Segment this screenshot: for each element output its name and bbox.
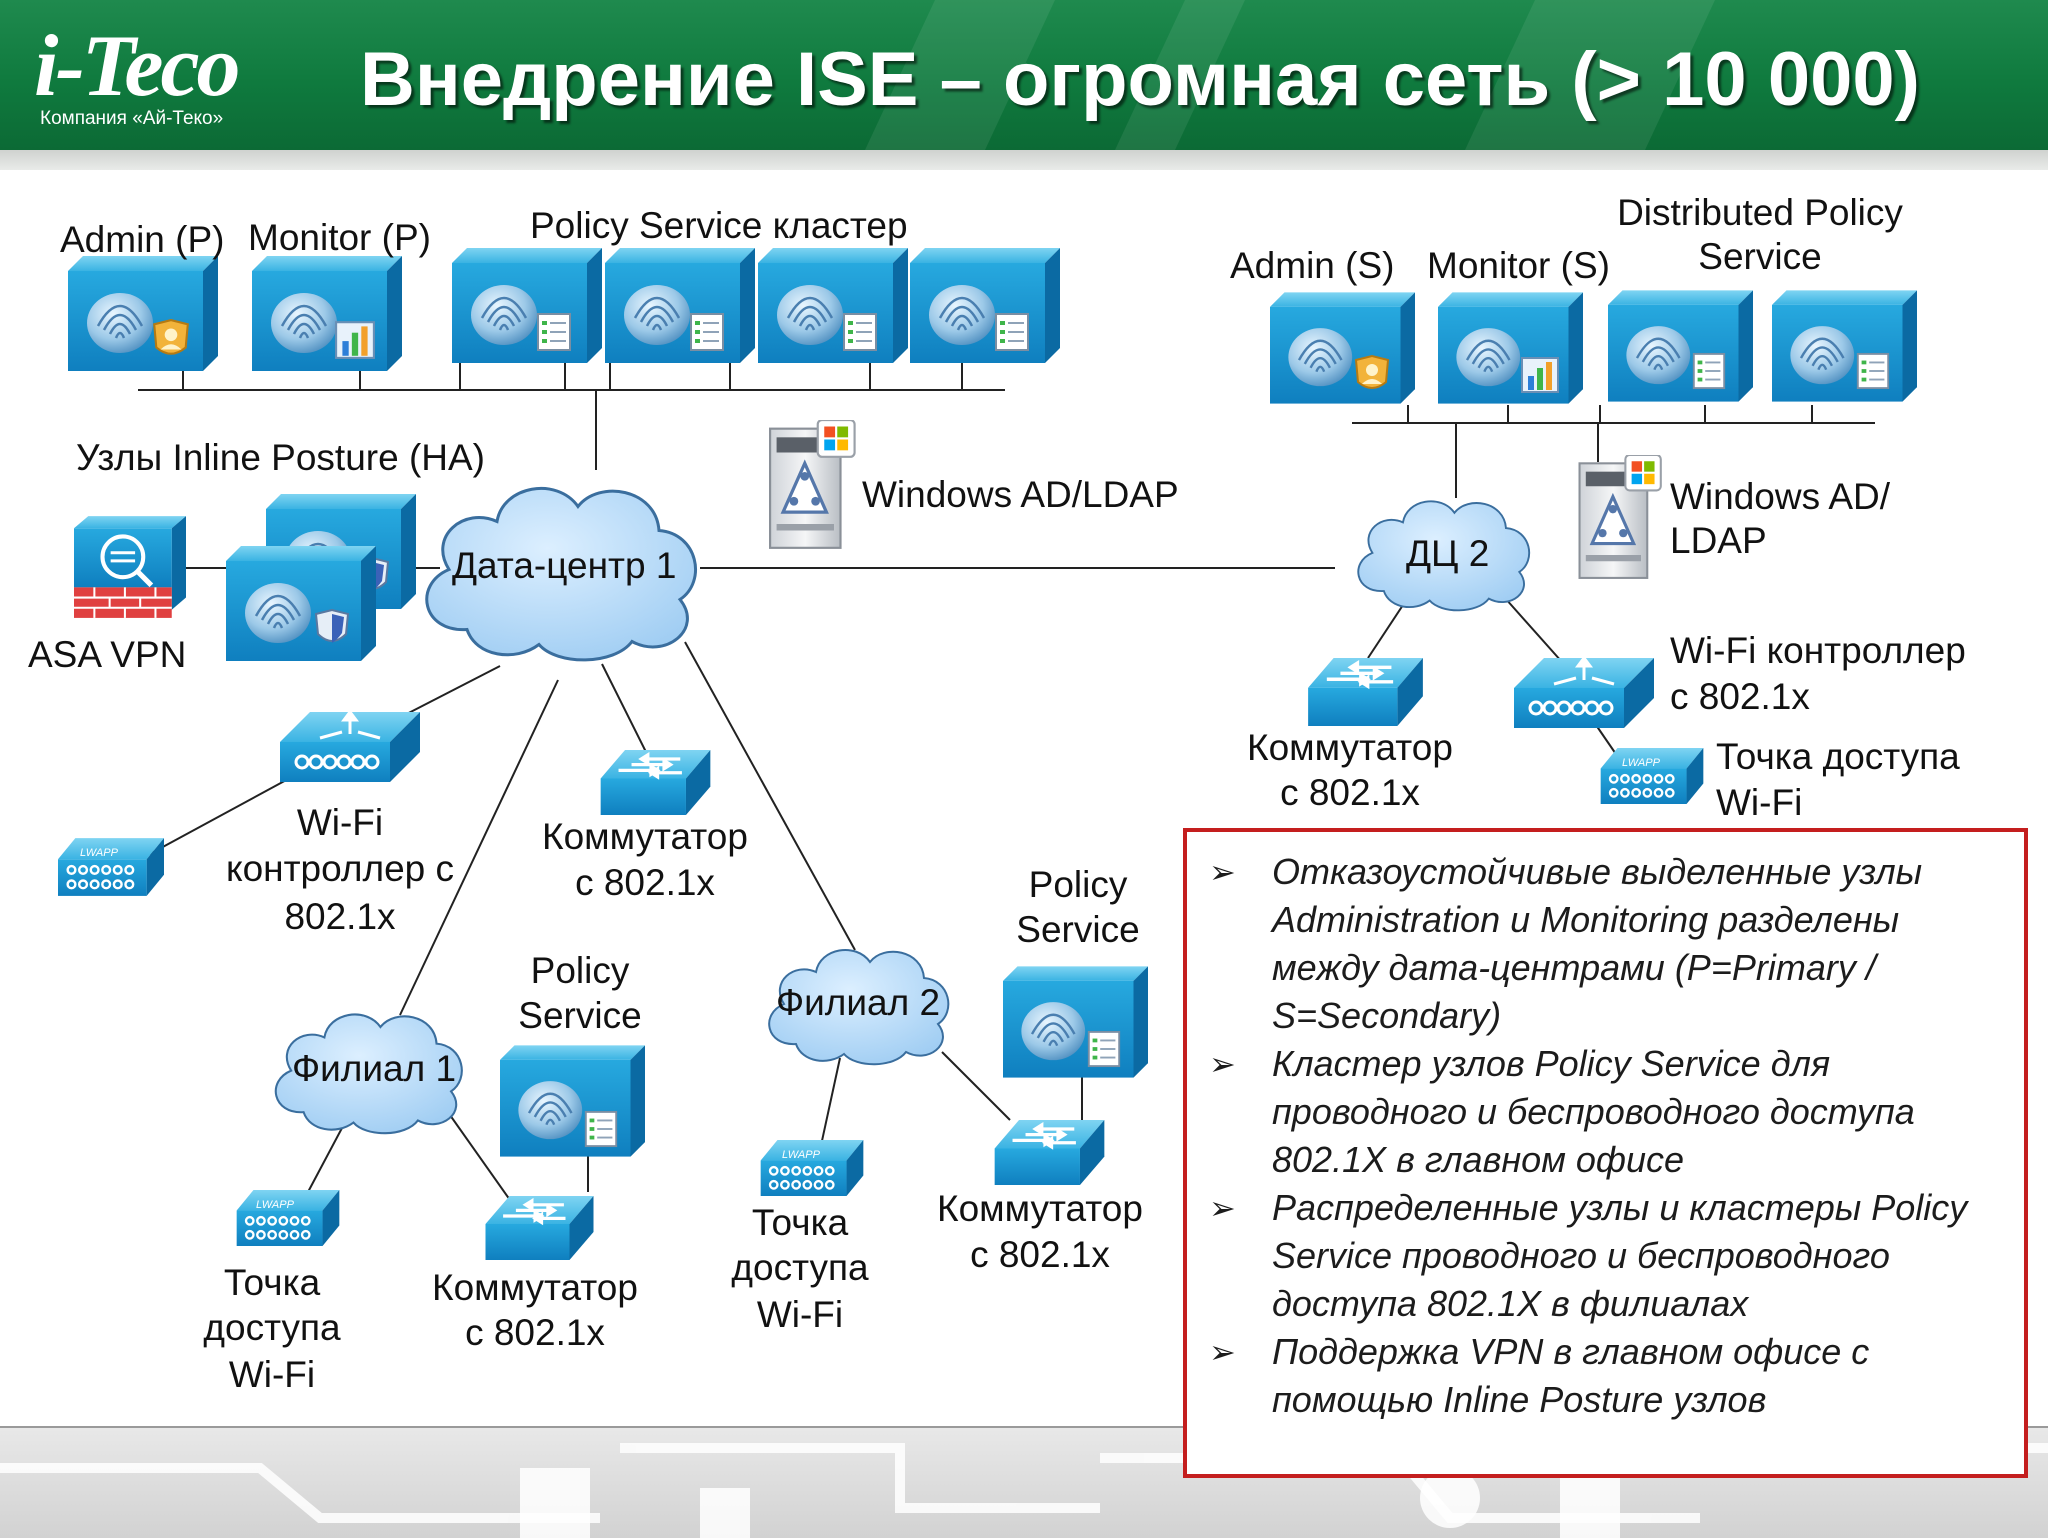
- label-ap-branch2-line1: Точка: [751, 1202, 849, 1243]
- policy-service-cluster: [452, 248, 1060, 363]
- note-item: ➢ Распределенные узлы и кластеры Policy S…: [1187, 1184, 2014, 1328]
- distributed-policy-service-nodes: [1608, 290, 1917, 402]
- label-asa-vpn: ASA VPN: [28, 634, 187, 675]
- label-switch-branch2-line2: с 802.1x: [970, 1234, 1110, 1275]
- note-text: Распределенные узлы и кластеры Policy Se…: [1272, 1187, 1968, 1324]
- circuit-pattern: [0, 1443, 2048, 1538]
- label-ps-branch1-line1: Policy: [530, 950, 630, 991]
- label-switch-dc2-line1: Коммутатор: [1247, 727, 1453, 768]
- monitor-chart-icon: [335, 321, 375, 359]
- monitor-s-node: [1438, 292, 1583, 404]
- switch-main-icon: [598, 750, 713, 815]
- inline-posture-nodes: [226, 494, 416, 661]
- note-text: Отказоустойчивые выделенные узлы Adminis…: [1272, 851, 1923, 1036]
- label-branch2: Филиал 2: [776, 982, 941, 1023]
- lwapp-label: LWAPP: [782, 1149, 821, 1161]
- label-dc1: Дата-центр 1: [452, 545, 677, 586]
- arrow-bullet-icon: ➢: [1209, 1046, 1236, 1082]
- label-dist-ps-line1: Distributed Policy: [1617, 192, 1903, 233]
- lwapp-label: LWAPP: [256, 1199, 295, 1211]
- label-ap-branch2-line3: Wi-Fi: [756, 1294, 844, 1335]
- header-banner: i-Teco Компания «Ай-Теко» Внедрение ISE …: [0, 0, 2048, 150]
- note-item: ➢ Поддержка VPN в главном офисе с помощью…: [1187, 1328, 2014, 1424]
- label-ap-dc2-line2: Wi-Fi: [1716, 782, 1803, 823]
- asa-firewall-icon: [74, 516, 186, 618]
- label-inline-posture: Узлы Inline Posture (HA): [76, 437, 486, 478]
- label-ap-dc2-line1: Точка доступа: [1716, 736, 1960, 777]
- label-monitor-s: Monitor (S): [1427, 245, 1610, 286]
- label-dist-ps-line2: Service: [1698, 236, 1822, 277]
- admin-s-node: [1270, 292, 1415, 404]
- policy-doc-icon: [1087, 1030, 1121, 1068]
- label-monitor-p: Monitor (P): [248, 217, 431, 258]
- notes-panel: ➢ Отказоустойчивые выделенные узлы Admini…: [1183, 828, 2028, 1478]
- policy-service-branch2-node: [1003, 966, 1148, 1078]
- label-switch-dc2-line2: с 802.1x: [1280, 772, 1420, 813]
- admin-badge-icon: [153, 319, 189, 355]
- label-admin-s: Admin (S): [1230, 245, 1395, 286]
- policy-doc-icon: [1692, 352, 1726, 390]
- policy-service-branch1-node: [500, 1045, 645, 1157]
- monitor-chart-icon: [1521, 357, 1559, 393]
- label-ap-branch2-line2: доступа: [731, 1247, 869, 1288]
- wlc-dc2-icon: [1514, 658, 1654, 728]
- label-windows-ad: Windows AD/LDAP: [862, 474, 1179, 515]
- windows-ad-ldap-server-2-icon: [1577, 455, 1663, 580]
- label-ap-branch1-line1: Точка: [223, 1262, 321, 1303]
- admin-p-node: [68, 256, 218, 371]
- label-switch-main-line2: с 802.1x: [575, 862, 715, 903]
- lwapp-label: LWAPP: [80, 847, 119, 859]
- admin-badge-icon: [1355, 355, 1389, 389]
- label-switch-main-line1: Коммутатор: [542, 816, 748, 857]
- label-wlc-dc2-line1: Wi-Fi контроллер: [1670, 630, 1966, 671]
- policy-doc-icon: [584, 1110, 618, 1148]
- label-wlc-main-line3: 802.1x: [284, 896, 396, 937]
- label-switch-branch2-line1: Коммутатор: [937, 1188, 1143, 1229]
- switch-dc2-icon: [1306, 658, 1425, 726]
- label-wlc-dc2-line2: с 802.1x: [1670, 676, 1810, 717]
- label-ps-branch2-line1: Policy: [1028, 864, 1128, 905]
- label-ps-branch1-line2: Service: [518, 995, 642, 1036]
- policy-doc-icon: [690, 313, 724, 351]
- company-logo-subtitle: Компания «Ай-Теко»: [40, 108, 224, 129]
- label-dc2: ДЦ 2: [1406, 533, 1490, 574]
- switch-branch2-icon: [992, 1120, 1107, 1185]
- slide-title: Внедрение ISE – огромная сеть (> 10 000): [360, 37, 1920, 122]
- note-text: Поддержка VPN в главном офисе с помощью …: [1272, 1331, 1870, 1420]
- wlc-main-icon: [280, 712, 420, 782]
- note-item: ➢ Отказоустойчивые выделенные узлы Admini…: [1187, 848, 2014, 1040]
- switch-branch1-icon: [483, 1196, 596, 1260]
- label-ap-branch1-line2: доступа: [203, 1307, 341, 1348]
- label-windows-ad-2-line1: Windows AD/: [1670, 476, 1891, 517]
- policy-doc-icon: [995, 313, 1029, 351]
- header-divider: [0, 150, 2048, 170]
- label-admin-p: Admin (P): [60, 219, 225, 260]
- windows-ad-ldap-server-icon: [768, 420, 857, 550]
- label-ap-branch1-line3: Wi-Fi: [228, 1354, 316, 1395]
- note-text: Кластер узлов Policy Service для проводн…: [1272, 1043, 1915, 1180]
- policy-doc-icon: [843, 313, 877, 351]
- label-ps-cluster: Policy Service кластер: [530, 205, 908, 246]
- label-wlc-main-line1: Wi-Fi: [296, 802, 384, 843]
- notes-list: ➢ Отказоустойчивые выделенные узлы Admini…: [1187, 832, 2024, 1424]
- note-item: ➢ Кластер узлов Policy Service для провод…: [1187, 1040, 2014, 1184]
- monitor-p-node: [252, 256, 402, 371]
- label-switch-branch1-line1: Коммутатор: [432, 1267, 638, 1308]
- arrow-bullet-icon: ➢: [1209, 1334, 1236, 1370]
- arrow-bullet-icon: ➢: [1209, 854, 1236, 890]
- policy-doc-icon: [537, 313, 571, 351]
- label-branch1: Филиал 1: [292, 1048, 457, 1089]
- policy-doc-icon: [1856, 352, 1890, 390]
- label-wlc-main-line2: контроллер с: [225, 848, 455, 889]
- arrow-bullet-icon: ➢: [1209, 1190, 1236, 1226]
- label-switch-branch1-line2: с 802.1x: [465, 1312, 605, 1353]
- company-logo: i-Teco: [34, 18, 241, 115]
- label-windows-ad-2-line2: LDAP: [1670, 520, 1767, 561]
- lwapp-label: LWAPP: [1622, 757, 1661, 769]
- lwapp-tags: LWAPP LWAPP LWAPP LWAPP: [80, 757, 1661, 1211]
- label-ps-branch2-line2: Service: [1016, 909, 1140, 950]
